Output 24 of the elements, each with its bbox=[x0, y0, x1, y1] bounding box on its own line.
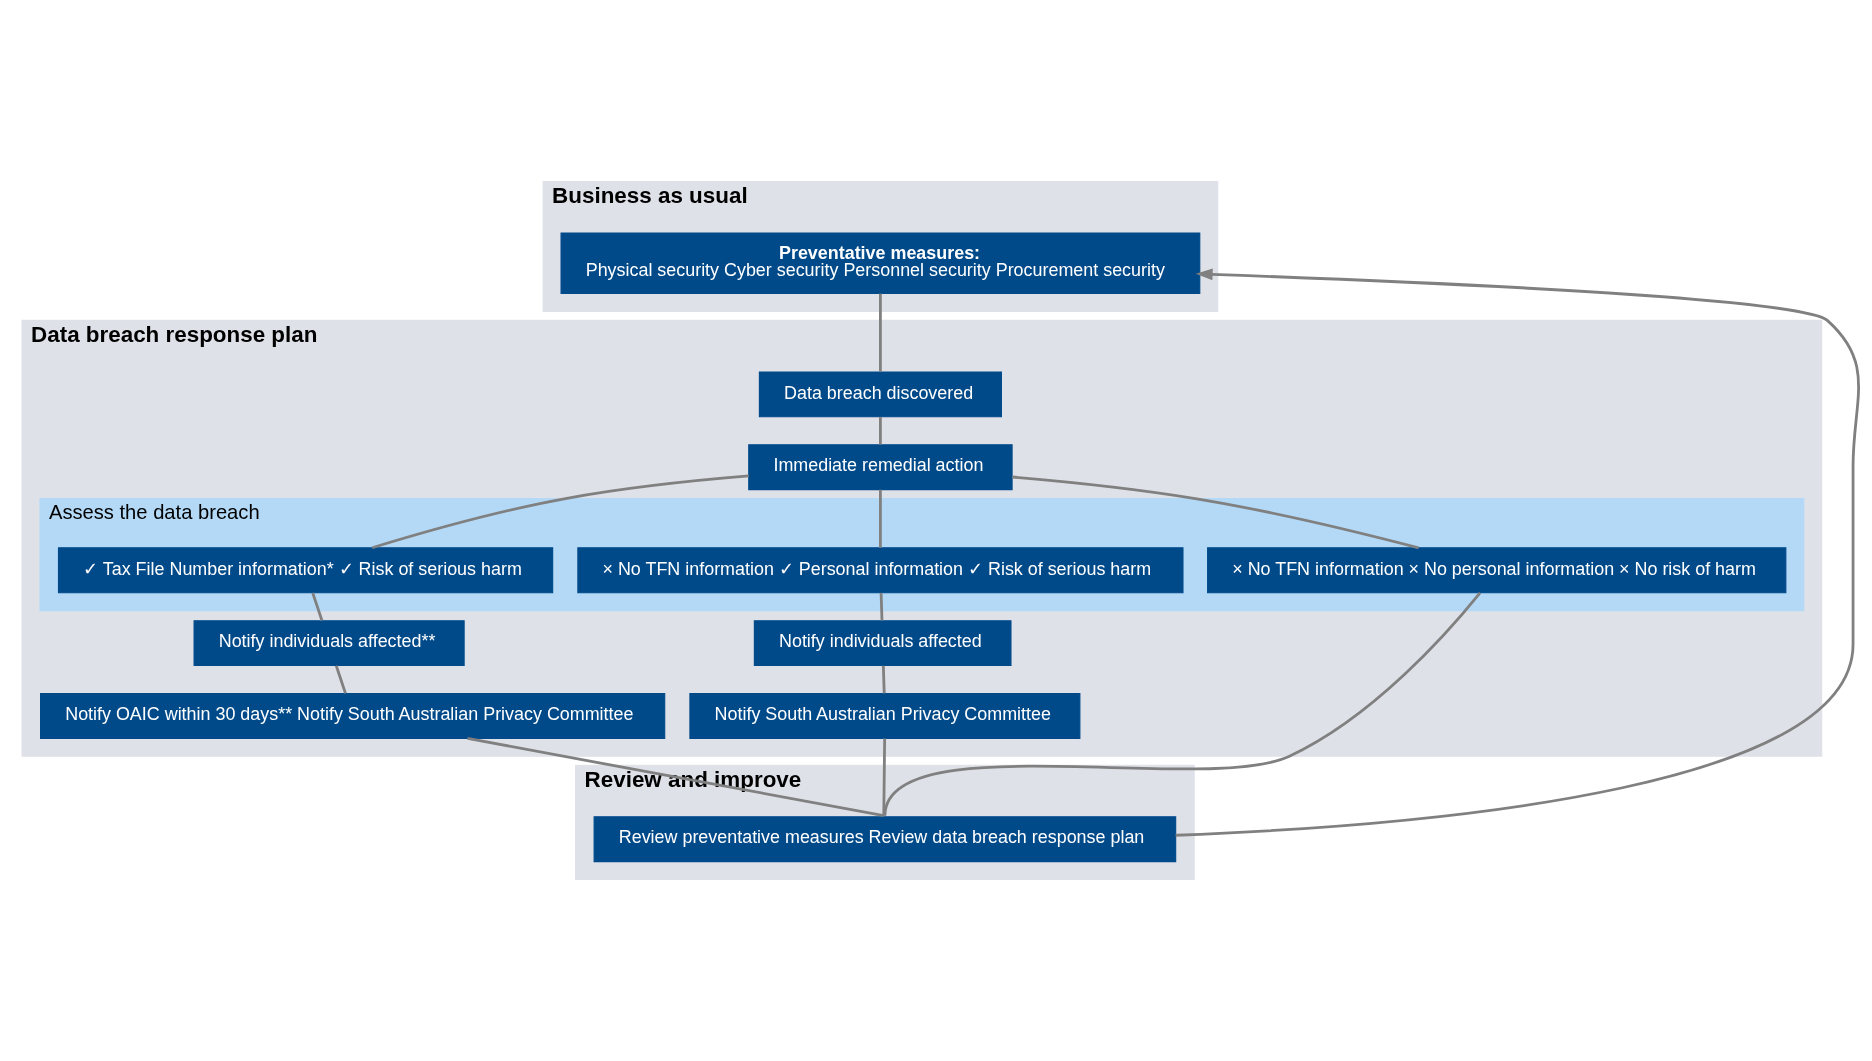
connector bbox=[334, 665, 347, 694]
connector bbox=[371, 474, 749, 550]
connector bbox=[1012, 475, 1419, 550]
connector bbox=[879, 293, 882, 372]
node-box: Notify South Australian Privacy Committee bbox=[689, 693, 1081, 739]
node-box: Notify OAIC within 30 days** Notify South Australian Privacy Committee bbox=[40, 693, 666, 739]
arrow bbox=[1175, 268, 1860, 837]
connector bbox=[879, 489, 882, 548]
connector bbox=[879, 417, 882, 445]
node-box: Data breach discovered bbox=[758, 371, 1002, 418]
connector bbox=[882, 738, 887, 816]
node-box: Immediate remedial action bbox=[748, 444, 1013, 491]
node-box: Review preventative measures Review data breach response plan bbox=[593, 816, 1177, 863]
node-box: Notify individuals affected** bbox=[193, 620, 465, 667]
connector bbox=[881, 665, 886, 694]
node-box: × No TFN information × No personal information × No risk of harm bbox=[1207, 547, 1787, 594]
node-box: × No TFN information ✓ Personal information ✓ Risk of serious harm bbox=[577, 547, 1184, 594]
connector bbox=[467, 737, 885, 818]
node-box: Preventative measures: Physical security Cyber security Personnel security Procurement security bbox=[560, 232, 1201, 295]
node-box: ✓ Tax File Number information* ✓ Risk of serious harm bbox=[57, 547, 554, 594]
node-box: Notify individuals affected bbox=[753, 620, 1012, 667]
connector bbox=[879, 592, 884, 621]
connector bbox=[883, 592, 1482, 817]
connector bbox=[311, 592, 324, 621]
